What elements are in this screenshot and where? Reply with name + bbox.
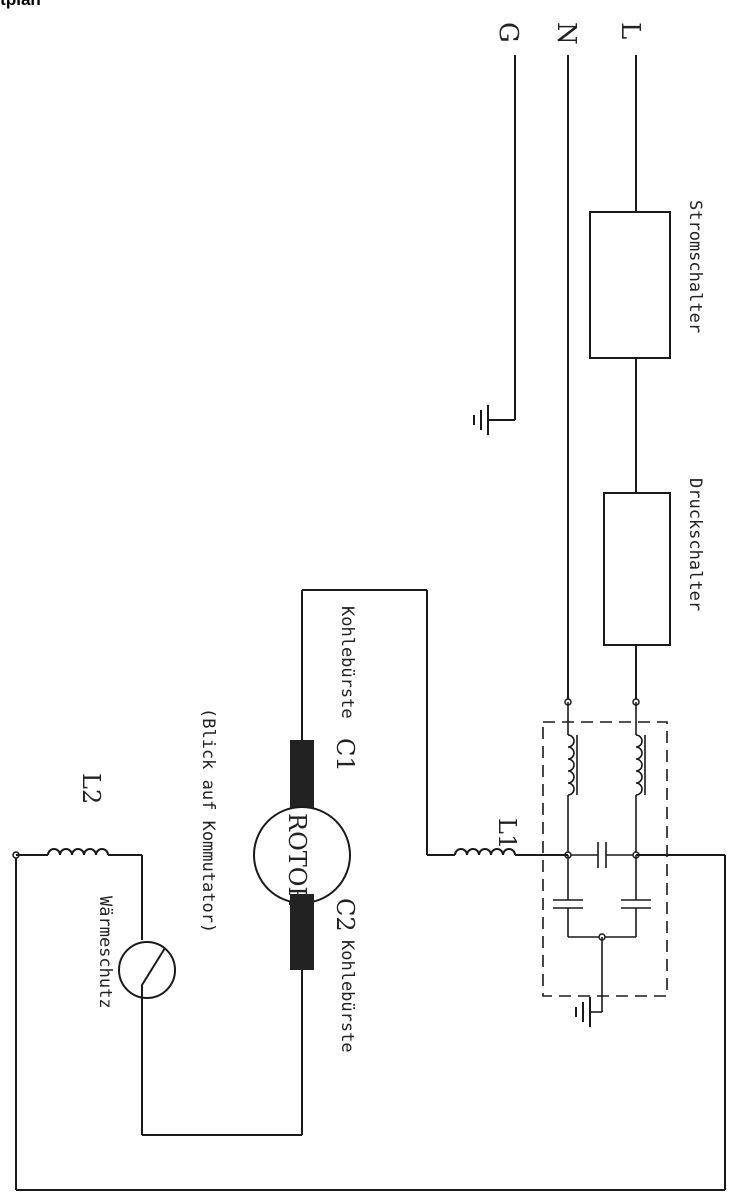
pressure-switch-label: Druckschalter — [685, 478, 705, 611]
carbon-brush-c1 — [290, 740, 314, 816]
c1-label: C1 — [331, 738, 359, 772]
power-switch-label: Stromschalter — [685, 200, 705, 333]
ground-symbol-g — [473, 405, 489, 435]
l2-label: L2 — [77, 773, 105, 804]
brush-c1-label: Kohlebürste — [337, 606, 357, 719]
brush-c2-label: Kohlebürste — [337, 940, 357, 1053]
thermal-protector — [118, 941, 176, 1000]
pressure-switch-box — [603, 492, 671, 646]
page-title: altplan — [0, 0, 41, 10]
emi-filter-box — [542, 721, 668, 997]
x-capacitor — [568, 842, 636, 868]
l1-label: L1 — [493, 818, 521, 849]
power-switch-box — [589, 211, 671, 359]
line-label-l: L — [615, 22, 645, 39]
rotor-label: ROTOR — [283, 813, 311, 905]
commutator-view-label: (Blick auf Kommutator) — [198, 708, 218, 933]
filter-choke-n — [567, 702, 578, 855]
line-label-g: G — [493, 22, 523, 43]
y-capacitor-l — [621, 899, 651, 909]
carbon-brush-c2 — [290, 894, 314, 970]
field-coil-l1 — [454, 848, 516, 856]
thermal-protection-label: Wärmeschutz — [95, 896, 115, 1009]
y-capacitor-n — [553, 899, 583, 909]
field-coil-l2 — [47, 848, 109, 856]
line-label-n: N — [551, 22, 581, 45]
ground-symbol-filter — [575, 997, 591, 1027]
c2-label: C2 — [331, 898, 359, 932]
filter-choke-l — [635, 702, 646, 855]
